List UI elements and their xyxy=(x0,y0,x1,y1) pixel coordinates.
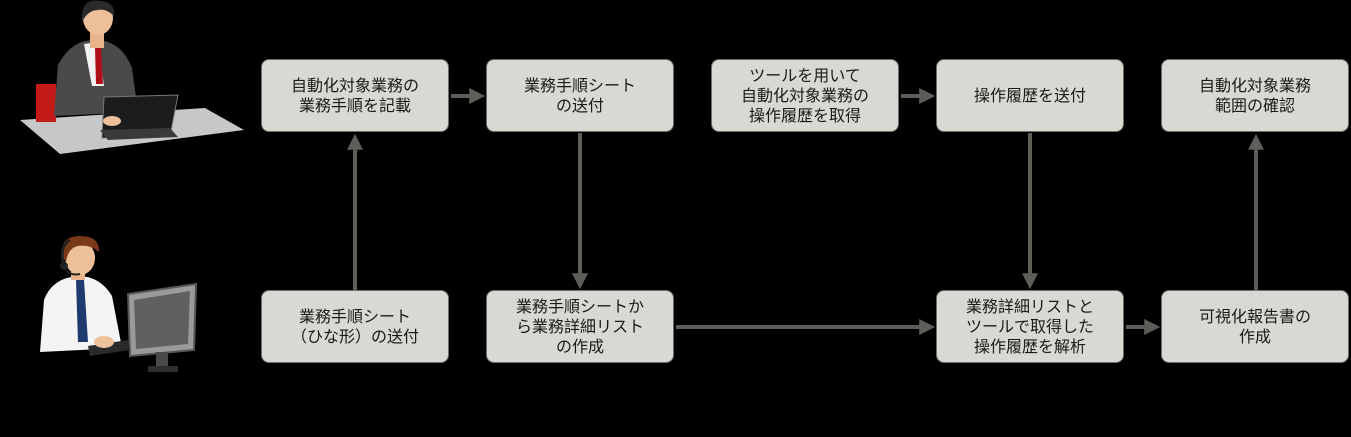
step-box-send-operation-history: 操作履歴を送付 xyxy=(936,59,1124,132)
step-label: 業務手順シート の送付 xyxy=(523,75,636,115)
step-box-send-template: 業務手順シート （ひな形）の送付 xyxy=(261,290,449,363)
step-label: 自動化対象業務 範囲の確認 xyxy=(1198,75,1311,115)
step-box-create-detail-list: 業務手順シートか ら業務詳細リスト の作成 xyxy=(486,290,674,363)
step-box-record-procedure: 自動化対象業務の 業務手順を記載 xyxy=(261,59,449,132)
step-label: 操作履歴を送付 xyxy=(973,85,1086,105)
step-box-capture-operation-history: ツールを用いて 自動化対象業務の 操作履歴を取得 xyxy=(711,59,899,132)
step-box-analyze-history: 業務詳細リストと ツールで取得した 操作履歴を解析 xyxy=(936,290,1124,363)
support-operator-with-headset-icon xyxy=(40,236,198,372)
office-worker-at-laptop-icon xyxy=(20,0,244,154)
step-label: 可視化報告書の 作成 xyxy=(1198,306,1311,346)
step-box-send-procedure-sheet: 業務手順シート の送付 xyxy=(486,59,674,132)
step-box-create-report: 可視化報告書の 作成 xyxy=(1161,290,1349,363)
step-label: ツールを用いて 自動化対象業務の 操作履歴を取得 xyxy=(740,65,869,125)
step-label: 自動化対象業務の 業務手順を記載 xyxy=(290,75,419,115)
step-label: 業務手順シートか ら業務詳細リスト の作成 xyxy=(515,296,644,356)
step-box-confirm-scope: 自動化対象業務 範囲の確認 xyxy=(1161,59,1349,132)
step-label: 業務手順シート （ひな形）の送付 xyxy=(290,306,419,346)
step-label: 業務詳細リストと ツールで取得した 操作履歴を解析 xyxy=(965,296,1094,356)
